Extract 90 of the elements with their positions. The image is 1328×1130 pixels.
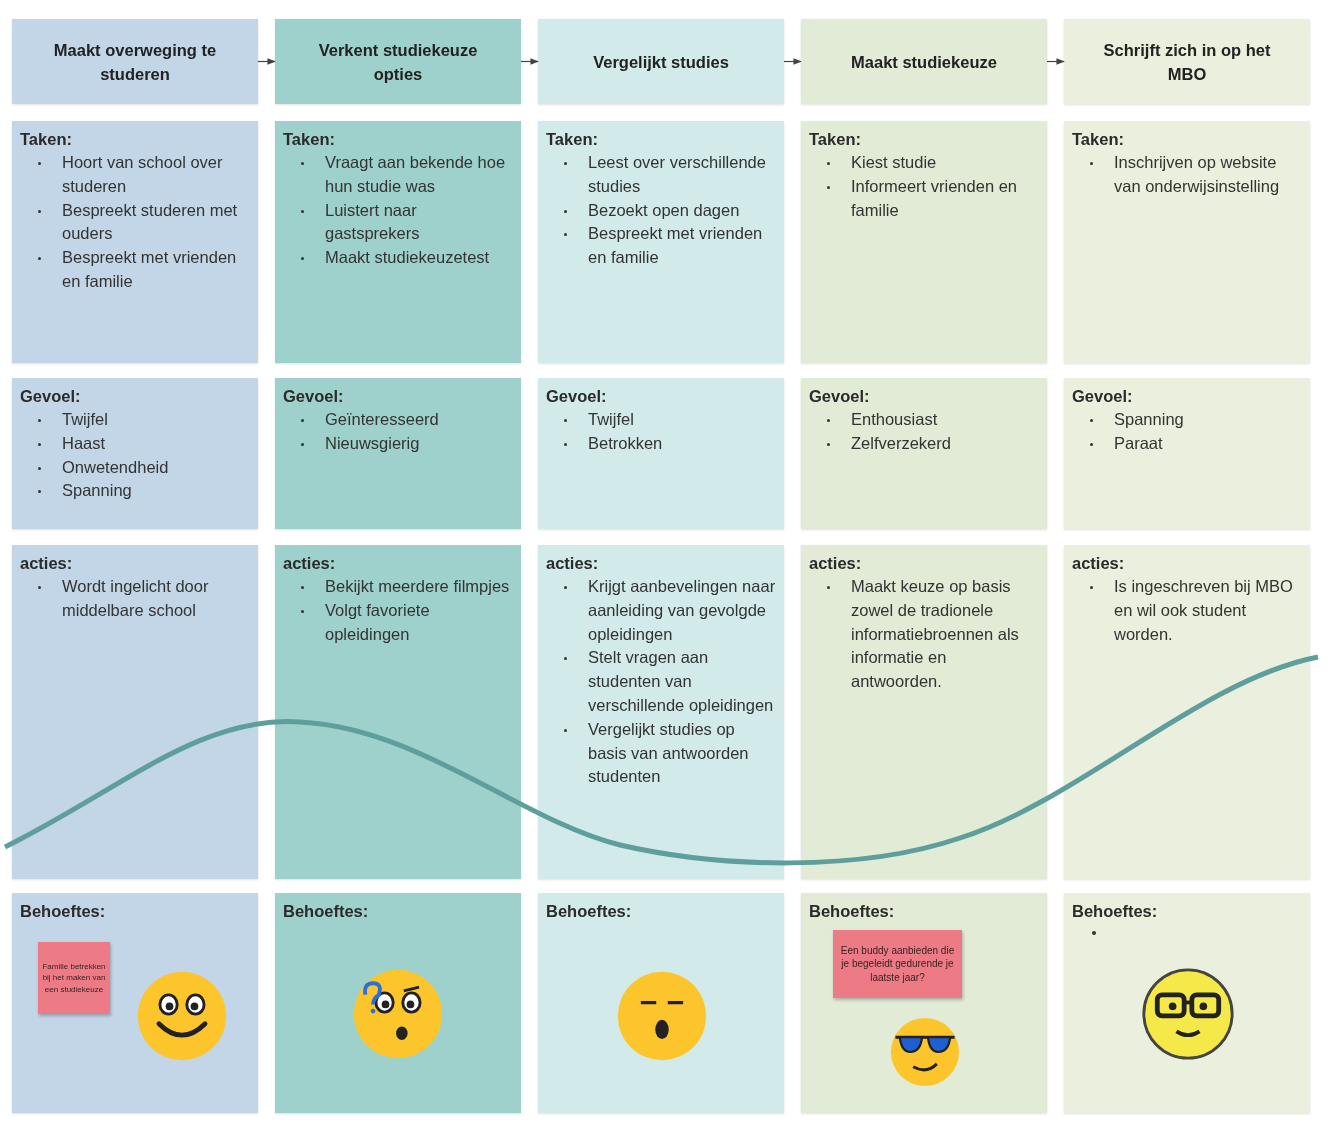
bullet-text: Leest over verschillende studies [588,152,767,197]
card-heading: Taken: [20,129,72,150]
bullet-text: Stelt vragen aan studenten van verschillende opleidingen [588,647,775,716]
journey-card [801,545,1047,879]
bullet-text: Betrokken [588,432,663,454]
bullet-text: Maakt studiekeuzetest [325,247,490,269]
sticky-note [38,942,110,1014]
card-heading: Gevoel: [20,386,81,407]
card-heading: Behoeftes: [1072,901,1158,922]
bullet-text: Krijgt aanbevelingen naar aanleiding van gevolgde opleidingen [588,576,776,645]
journey-card [538,545,784,879]
journey-card [275,378,521,529]
card-heading: Taken: [809,129,861,150]
journey-card [1064,893,1310,1113]
bullet-text: Informeert vrienden en familie [851,175,1018,221]
bullet-text: Enthousiast [851,409,938,430]
journey-card [1064,121,1310,363]
journey-card [12,378,258,529]
bullet-text: Haast [62,432,106,454]
bullet-text: Twijfel [588,409,634,430]
stage-header [538,19,784,104]
arrow [257,58,276,65]
journey-card [1064,545,1310,879]
arrow [520,58,539,65]
card-heading: acties: [1072,553,1125,574]
card-heading: Behoeftes: [809,901,895,922]
sticky-text: Een buddy aanbieden die je begeleidt gedurende je laatste jaar? [839,943,956,985]
bullet-text: Is ingeschreven bij MBO en wil ook student worden. [1114,576,1294,645]
card-heading: Gevoel: [1072,386,1133,407]
stage-title: Maakt overweging te studeren [52,39,218,85]
card-heading: Gevoel: [809,386,870,407]
stage-title: Schrijft zich in op het MBO [1102,39,1272,85]
bullet-text: Twijfel [62,409,108,430]
bullet-text: Spanning [1114,409,1184,430]
stage-header [275,19,521,104]
journey-card [538,378,784,529]
bullet-text: Spanning [62,480,132,502]
card-heading: acties: [546,553,599,574]
journey-card [538,893,784,1113]
card-heading: acties: [20,553,73,574]
journey-card [801,121,1047,363]
bullet-text: Bekijkt meerdere filmpjes [325,576,510,597]
bullet-text: Inschrijven op website van onderwijsinstelling [1114,152,1281,197]
bullet-text: Luistert naar gastsprekers [325,199,421,245]
journey-card [801,378,1047,529]
card-heading: acties: [809,553,862,574]
journey-card [275,121,521,363]
card-heading: Taken: [283,129,335,150]
card-heading: Taken: [546,129,598,150]
journey-card [538,121,784,363]
bullet-text: Hoort van school over studeren [62,152,224,197]
journey-card [12,121,258,363]
bullet-text: Bespreekt met vrienden en familie [62,247,238,292]
arrow [1046,58,1065,65]
bullet-text: Vraagt aan bekende hoe hun studie was [325,152,507,197]
stage-header [801,19,1047,104]
card-heading: Behoeftes: [546,901,632,922]
stage-title: Verkent studiekeuze opties [317,39,479,85]
sticky-note [833,930,962,998]
bullet-text: Onwetendheid [62,456,169,478]
card-heading: Gevoel: [283,386,344,407]
bullet-text: Volgt favoriete opleidingen [325,599,431,645]
card-heading: Behoeftes: [283,901,369,922]
bullet-text: Wordt ingelicht door middelbare school [62,576,210,621]
card-heading: Behoeftes: [20,901,106,922]
journey-card [275,545,521,879]
bullet-text: Bespreekt met vrienden en familie [588,223,764,269]
bullet-text: Vergelijkt studies op basis van antwoorden studenten [588,718,750,788]
bullet-text: Bespreekt studeren met ouders [62,199,239,245]
bullet-text: Nieuwsgierig [325,432,420,454]
stage-header [12,19,258,104]
bullet-text: Paraat [1114,432,1163,454]
card-heading: Taken: [1072,129,1124,150]
card-heading: Gevoel: [546,386,607,407]
journey-card [12,545,258,879]
sticky-text: Familie betrekken bij het maken van een studiekeuze [42,960,106,996]
journey-card [12,893,258,1113]
card-heading: acties: [283,553,336,574]
bullet-text: Geïnteresseerd [325,409,439,430]
stage-title: Maakt studiekeuze [850,51,998,73]
journey-card [275,893,521,1113]
bullet-text: Zelfverzekerd [851,432,951,454]
bullet-text: Maakt keuze op basis zowel de tradionele informatiebroennen als informatie en antwoorden. [851,576,1020,693]
journey-card [1064,378,1310,529]
journey-card [801,893,1047,1113]
arrow [783,58,802,65]
bullet-text: Kiest studie [851,152,937,173]
stage-title: Vergelijkt studies [592,51,730,73]
stage-header [1064,19,1310,104]
bullet-text: Bezoekt open dagen [588,199,740,221]
